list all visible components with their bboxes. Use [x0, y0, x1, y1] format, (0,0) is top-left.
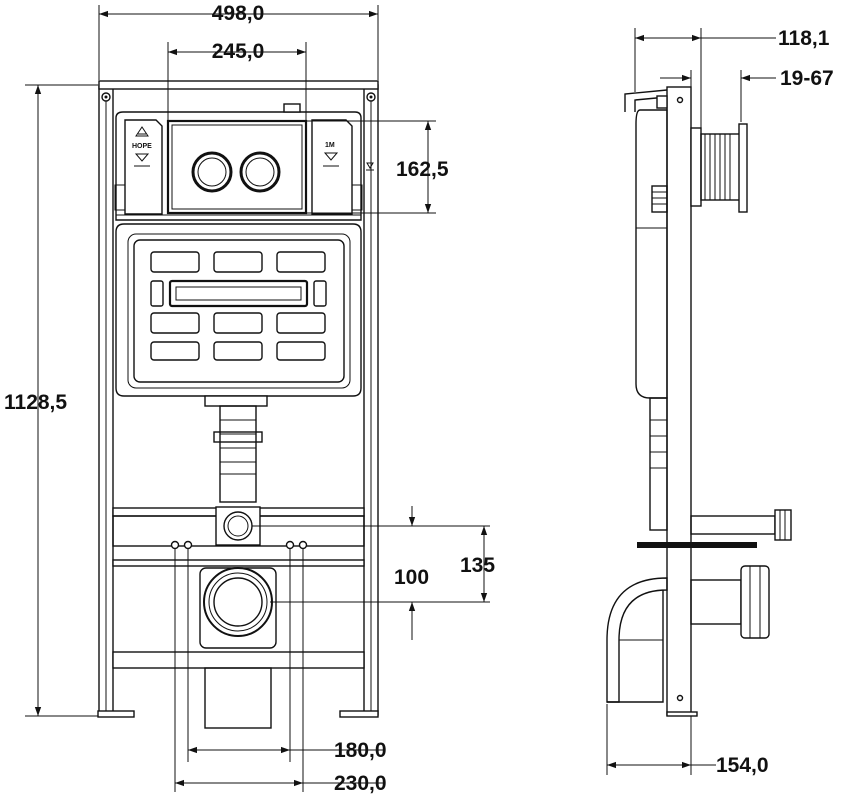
- side-view: [606, 86, 792, 717]
- full-flush-button: [239, 151, 281, 193]
- recycle-icon: [135, 126, 149, 137]
- front-view: HOPE 1M: [97, 80, 379, 729]
- dim-frame-height: 1128,5: [4, 391, 67, 414]
- stud-hole-left-inner: [183, 540, 193, 550]
- dim-depth-top: 118,1: [778, 27, 830, 50]
- dimension-lines: 498,0 245,0 1128,5 162,5 100 135 180,0: [4, 2, 834, 795]
- half-flush-button: [191, 151, 233, 193]
- dim-depth-bottom: 154,0: [716, 754, 769, 777]
- dim-drain-height-a: 100: [394, 566, 429, 589]
- stud-hole-right-inner: [285, 540, 295, 550]
- dim-button-height: 162,5: [396, 158, 449, 181]
- dim-stud-outer: 230,0: [334, 772, 387, 795]
- dim-stud-inner: 180,0: [334, 739, 387, 762]
- full-flush-label: 1M: [325, 142, 335, 149]
- dim-adjust-range: 19-67: [780, 67, 834, 90]
- dim-frame-width: 498,0: [212, 2, 265, 25]
- dim-drain-height-b: 135: [460, 554, 495, 577]
- stud-hole-right-outer: [298, 540, 308, 550]
- stud-hole-left-outer: [170, 540, 180, 550]
- cistern-slot-grid: [150, 251, 327, 361]
- half-flush-label: HOPE: [132, 143, 152, 150]
- dim-button-width: 245,0: [212, 40, 265, 63]
